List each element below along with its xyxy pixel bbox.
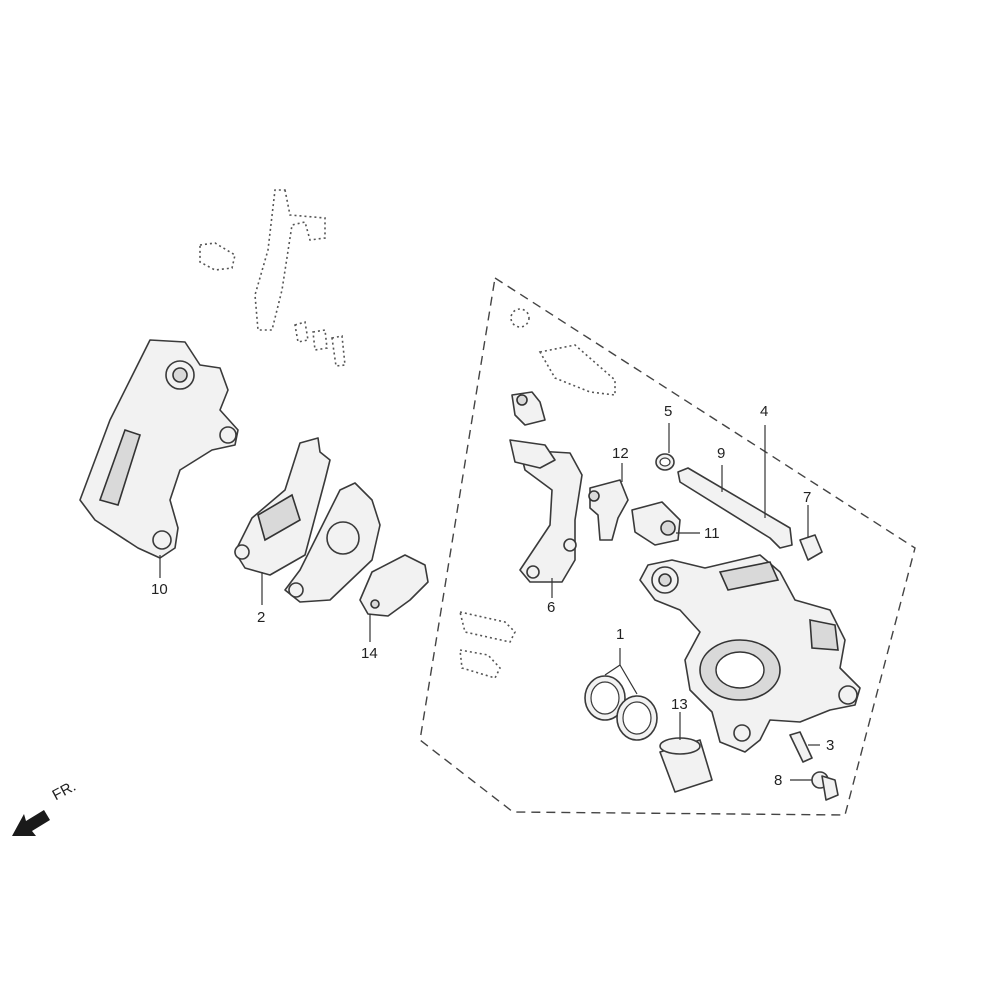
caliper-support-bracket [509,439,583,583]
caliper-bracket [79,339,239,559]
assembly-boundary [419,276,916,816]
callout-2: 2 [257,609,266,626]
pad-pin [677,467,793,549]
callout-14: 14 [361,645,378,662]
callout-6: 6 [547,599,556,616]
ghost-pad-spring [538,344,616,396]
callout-8: 8 [774,772,783,789]
bleed-cap [811,771,839,801]
callout-12: 12 [612,445,629,462]
slide-pin-boot [511,391,546,426]
callout-5: 5 [664,403,673,420]
callout-1: 1 [616,626,625,643]
ghost-brake-line [199,189,346,367]
callout-9: 9 [717,445,726,462]
callout-10: 10 [151,581,168,598]
callout-13: 13 [671,696,688,713]
bleed-valve [789,731,813,763]
slide-pin [588,479,629,541]
pad-shim [359,554,429,617]
callout-4: 4 [760,403,769,420]
ghost-bolt-top [510,308,530,328]
piston-seals [584,675,658,741]
piston [659,737,713,793]
pin-spring [799,534,823,561]
callout-3: 3 [826,737,835,754]
callout-7: 7 [803,489,812,506]
caliper-body [639,554,861,753]
ghost-mount-bolts [458,610,516,679]
o-ring [655,453,675,471]
dust-boot [631,501,681,546]
front-direction-arrow-icon [12,810,50,836]
callout-11: 11 [704,525,720,542]
brake-pad-set [234,437,381,603]
leader-lines [159,423,820,781]
